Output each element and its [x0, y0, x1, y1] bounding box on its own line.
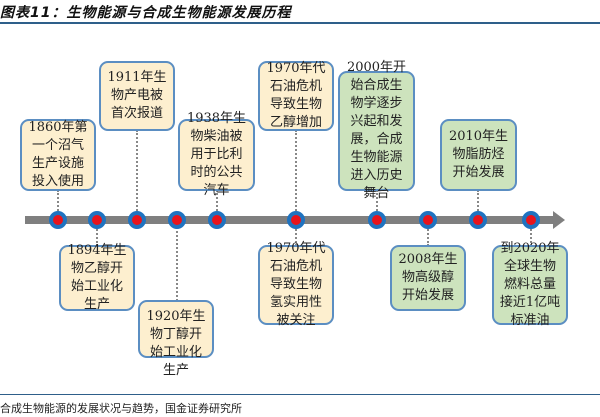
event-box-2010: 2010年生物脂肪烃开始发展	[440, 119, 517, 191]
timeline-dot	[128, 211, 146, 229]
event-text-line: 被关注	[276, 313, 316, 328]
event-text-line: 全球生物	[503, 259, 556, 274]
timeline-dot	[49, 211, 67, 229]
event-text-line: 接近1亿吨	[499, 295, 561, 310]
connector	[530, 226, 532, 246]
event-text-line: 1911年生	[107, 70, 167, 85]
event-text-line: 舞台	[363, 186, 390, 201]
event-text-line: 始工业化	[149, 345, 202, 360]
event-text-line: 1860年第	[28, 120, 88, 135]
connector	[57, 190, 59, 214]
event-text-line: 投入使用	[31, 174, 84, 189]
timeline-dot	[469, 211, 487, 229]
event-text-line: 一个沼气	[31, 138, 84, 153]
connector	[427, 226, 429, 246]
timeline-dot	[208, 211, 226, 229]
event-text-line: 2010年生	[448, 129, 509, 144]
event-text-line: 物产电被	[110, 88, 163, 103]
timeline-dot	[419, 211, 437, 229]
event-text-line: 始工业化	[70, 279, 123, 294]
event-text-line: 开始发展	[401, 288, 454, 303]
event-text-line: 物乙醇开	[70, 261, 123, 276]
event-text-line: 汽车	[203, 183, 230, 198]
event-text-line: 乙醇增加	[269, 115, 322, 130]
event-text-line: 生产设施	[31, 156, 84, 171]
connector	[96, 226, 98, 246]
timeline-dot	[287, 211, 305, 229]
event-text-line: 导致生物	[269, 277, 322, 292]
timeline-dot	[368, 211, 386, 229]
figure-title: 图表11：生物能源与合成生物能源发展历程	[0, 5, 292, 21]
timeline-dot	[88, 211, 106, 229]
connector	[136, 130, 138, 214]
event-text-line: 展，合成	[350, 132, 403, 147]
event-text-line: 兴起和发	[350, 114, 403, 129]
event-box-2020: 到2020年全球生物燃料总量接近1亿吨标准油	[492, 241, 568, 328]
event-box-1938: 1938年生物柴油被用于比利时的公共汽车	[178, 111, 255, 198]
event-text-line: 物柴油被	[190, 129, 243, 144]
event-text-line: 生产	[162, 363, 189, 378]
connector	[477, 190, 479, 214]
event-text-line: 进入历史	[350, 168, 403, 183]
event-text-line: 石油危机	[269, 259, 322, 274]
event-text-line: 燃料总量	[503, 277, 556, 292]
event-text-line: 物丁醇开	[149, 327, 202, 342]
connector	[376, 190, 378, 214]
event-text-line: 1938年生	[186, 111, 247, 126]
event-box-1920: 1920年生物丁醇开始工业化生产	[138, 300, 214, 378]
event-box-2000: 2000年开始合成生物学逐步兴起和发展，合成生物能源进入历史舞台	[338, 60, 415, 201]
event-text-line: 到2020年	[500, 241, 560, 256]
event-text-line: 物脂肪烃	[452, 147, 505, 162]
event-text-line: 开始发展	[452, 165, 505, 180]
event-text-line: 始合成生	[350, 78, 403, 93]
event-text-line: 生物能源	[350, 150, 403, 165]
event-text-line: 首次报道	[110, 106, 163, 121]
event-text-line: 时的公共	[190, 165, 243, 180]
event-text-line: 氢实用性	[269, 295, 322, 310]
timeline-arrow	[553, 211, 565, 229]
source-caption: 合成生物能源的发展状况与趋势，国金证券研究所	[0, 402, 242, 415]
event-text-line: 物学逐步	[350, 96, 403, 111]
event-text-line: 1894年生	[67, 243, 127, 258]
title-rule	[0, 22, 600, 24]
event-text-line: 石油危机	[269, 79, 322, 94]
event-text-line: 1920年生	[146, 309, 206, 324]
timeline-dot	[522, 211, 540, 229]
event-box-1860: 1860年第一个沼气生产设施投入使用	[20, 119, 96, 191]
connector	[176, 226, 178, 301]
timeline-dot	[168, 211, 186, 229]
connector	[295, 130, 297, 214]
event-text-line: 2000年开	[346, 60, 407, 75]
event-text-line: 2008年生	[398, 252, 458, 267]
caption-rule	[0, 394, 600, 395]
event-text-line: 1970年代	[266, 61, 326, 76]
event-text-line: 1970年代	[266, 241, 326, 256]
connector	[295, 226, 297, 246]
event-box-1911: 1911年生物产电被首次报道	[99, 61, 175, 131]
event-text-line: 导致生物	[269, 97, 322, 112]
event-box-1970-ethanol: 1970年代石油危机导致生物乙醇增加	[258, 61, 334, 131]
event-text-line: 生产	[83, 297, 110, 312]
event-box-1894: 1894年生物乙醇开始工业化生产	[59, 243, 135, 312]
event-text-line: 用于比利	[190, 147, 243, 162]
event-box-1970-hydrogen: 1970年代石油危机导致生物氢实用性被关注	[258, 241, 334, 328]
connector	[216, 190, 218, 214]
event-text-line: 物高级醇	[401, 270, 454, 285]
event-text-line: 标准油	[510, 313, 550, 328]
event-box-2008: 2008年生物高级醇开始发展	[390, 245, 466, 311]
